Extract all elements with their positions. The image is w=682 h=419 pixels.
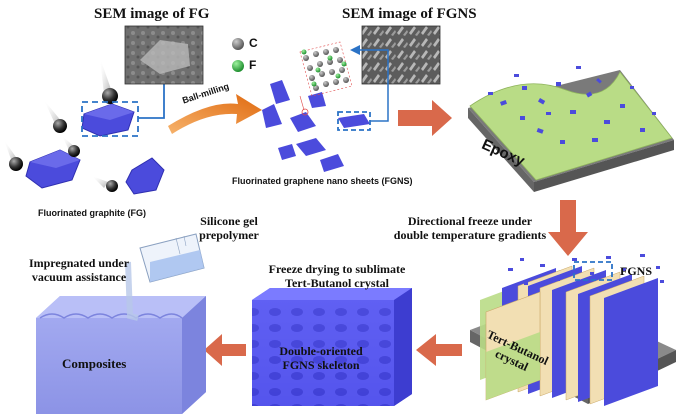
fg-label: Fluorinated graphite (FG) xyxy=(38,208,146,218)
composite-block xyxy=(36,296,206,414)
arrow-to-skeleton xyxy=(416,334,462,366)
silicone-gel-line-1: Silicone gel xyxy=(200,214,258,228)
arrow-down xyxy=(548,200,588,256)
skeleton-line-1: Double-oriented xyxy=(279,344,363,358)
directional-freeze-line-1: Directional freeze under xyxy=(407,214,533,228)
freeze-drying-label: Freeze drying to sublimate Tert-Butanol … xyxy=(252,262,422,290)
silicone-gel-line-2: prepolymer xyxy=(199,228,259,242)
skeleton-label: Double-oriented FGNS skeleton xyxy=(258,344,384,372)
legend-f-label: F xyxy=(249,58,257,72)
floating-fgns xyxy=(508,254,664,285)
fg-callout-box xyxy=(81,101,139,137)
epoxy-block xyxy=(468,70,674,192)
directional-freeze-label: Directional freeze under double temperat… xyxy=(372,214,568,242)
epoxy-flakes xyxy=(488,66,656,144)
fgns-full-label: Fluorinated graphene nano sheets (FGNS) xyxy=(232,176,413,186)
beaker-icon xyxy=(125,233,205,321)
freeze-drying-line-1: Freeze drying to sublimate xyxy=(268,262,406,276)
fgns-sheets xyxy=(262,80,370,172)
fgns-tag-box xyxy=(573,261,613,281)
carbon-atom-icon xyxy=(232,38,244,50)
fgns-lattice xyxy=(299,41,353,116)
skeleton-line-2: FGNS skeleton xyxy=(282,358,360,372)
ball-milling-balls xyxy=(4,58,118,192)
fg-flakes xyxy=(25,103,165,195)
aligned-fgns-sheets xyxy=(485,265,658,406)
impregnated-label: Impregnated under vacuum assistance xyxy=(18,256,140,284)
fg-callout-line xyxy=(138,80,165,119)
sem-fg-title: SEM image of FG xyxy=(94,6,210,22)
sem-fgns-title: SEM image of FGNS xyxy=(342,6,477,22)
ball-milling-arrow xyxy=(168,94,262,134)
arrow-to-epoxy xyxy=(398,100,452,136)
arrow-to-composites xyxy=(204,334,246,366)
freeze-drying-line-2: Tert-Butanol crystal xyxy=(285,276,389,290)
fgns-tag-label: FGNS xyxy=(620,264,653,278)
silicone-gel-label: Silicone gel prepolymer xyxy=(174,214,284,242)
impregnated-line-2: vacuum assistance xyxy=(31,270,127,284)
sem-image-fgns xyxy=(361,25,441,85)
fluorine-atom-icon xyxy=(232,60,244,72)
directional-freeze-line-2: double temperature gradients xyxy=(393,228,547,242)
impregnated-line-1: Impregnated under xyxy=(28,256,130,270)
composites-label: Composites xyxy=(62,356,127,371)
skeleton-block xyxy=(252,288,412,406)
legend-c-label: C xyxy=(249,36,258,50)
fgns-callout-line xyxy=(358,49,389,122)
